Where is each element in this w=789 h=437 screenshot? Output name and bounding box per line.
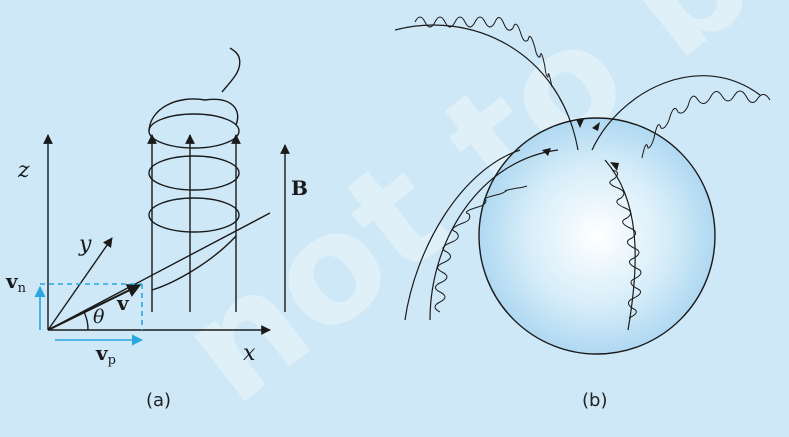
x-axis-label: x [243, 341, 256, 366]
helix-loop [148, 155, 240, 191]
spiral-direction-arrows [542, 119, 619, 171]
theta-label: θ [93, 306, 105, 328]
helix-loop [148, 197, 240, 233]
vp-label-sub: p [107, 353, 116, 368]
vp-label-main: v [96, 341, 108, 365]
theta-arc [83, 311, 89, 331]
y-axis-label: y [79, 232, 92, 257]
helix-loop [148, 113, 240, 149]
arrowhead [542, 148, 551, 156]
spiral-coil [609, 169, 642, 319]
field-B-label: B [291, 176, 308, 200]
vn-label: vn [6, 269, 26, 295]
helix-entry [151, 235, 237, 291]
arrowhead [592, 122, 600, 131]
field-line-left [429, 149, 559, 321]
figure: not to be [6, 0, 789, 437]
arrowhead [610, 162, 619, 171]
earth-sphere [478, 117, 716, 355]
z-axis-label: z [18, 158, 30, 183]
spiral-coil [641, 90, 771, 159]
velocity-vector [47, 284, 142, 331]
arrowhead [576, 119, 584, 128]
velocity-components [34, 283, 144, 346]
panel-b-diagram [394, 16, 771, 355]
spiral-coil [414, 16, 553, 88]
caption-a: (a) [146, 390, 172, 411]
field-line-top-right [591, 75, 761, 151]
helix-axis-line [47, 212, 271, 331]
vn-label-main: v [6, 269, 18, 293]
caption-b: (b) [582, 390, 608, 411]
field-line-top-left [394, 24, 579, 151]
spiral-coil [434, 185, 528, 313]
velocity-label: v [117, 291, 129, 315]
vp-label: vp [96, 341, 116, 367]
vn-label-sub: n [17, 281, 26, 296]
field-line-far-left [404, 149, 521, 321]
field-line-right [604, 159, 636, 331]
helix-tail [148, 98, 239, 132]
helix-top-curl [221, 47, 241, 93]
figure-canvas [34, 16, 771, 355]
panel-a-diagram [43, 47, 290, 335]
